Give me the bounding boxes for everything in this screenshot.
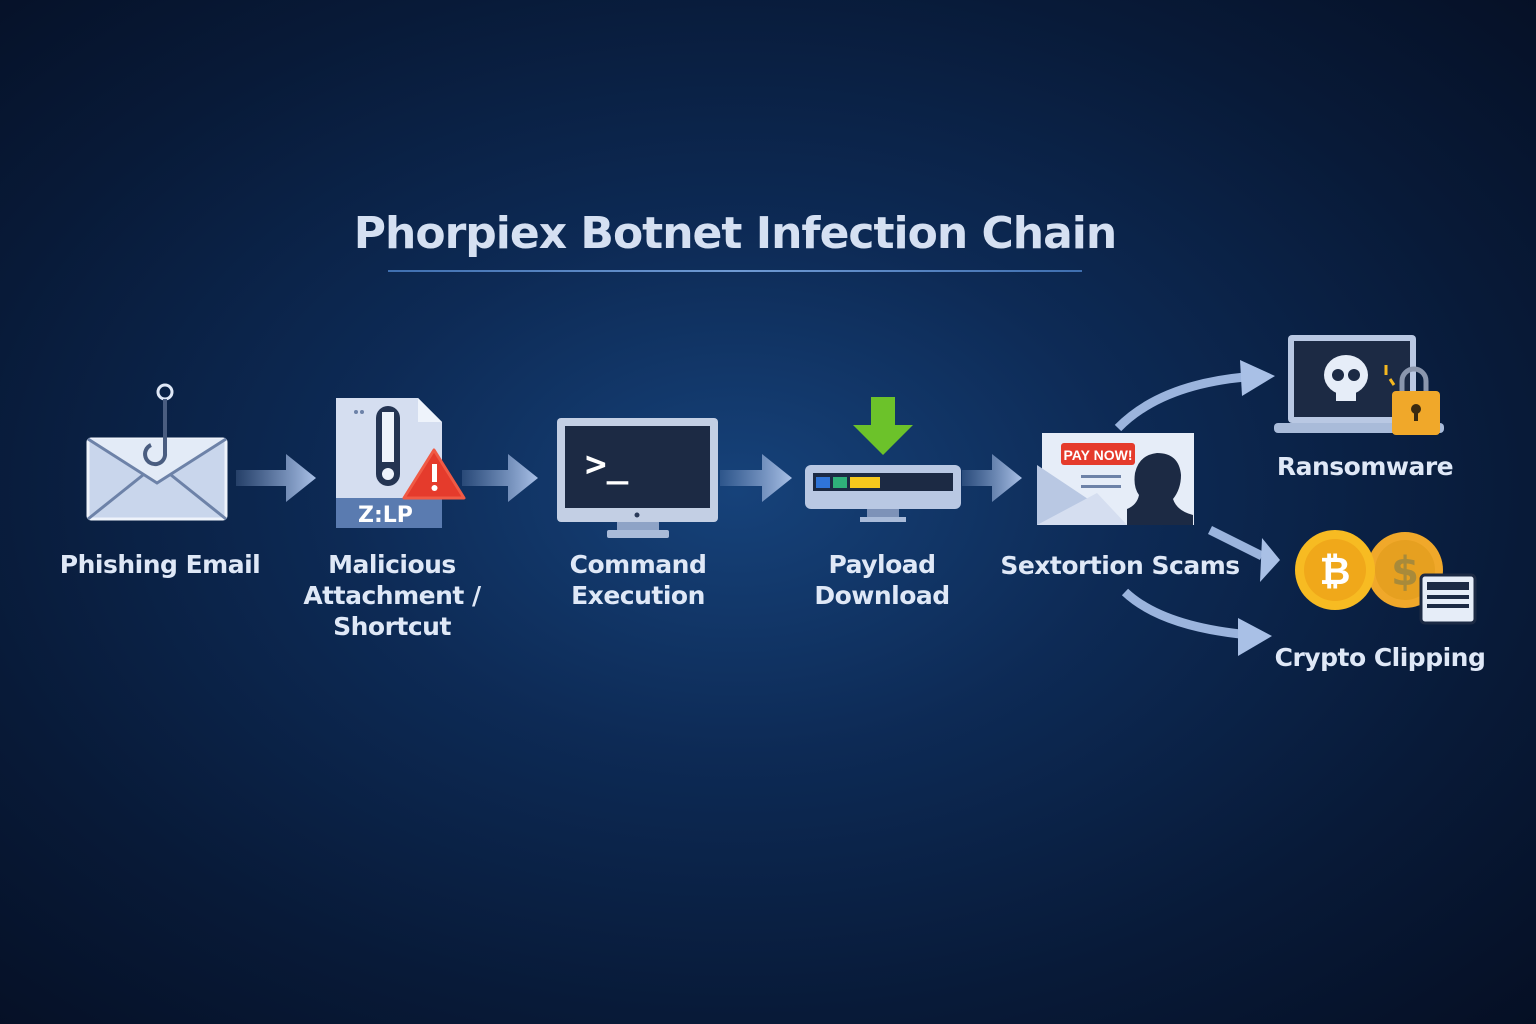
curved-arrow-icon xyxy=(1114,372,1246,432)
pay-now-badge: PAY NOW! xyxy=(1064,447,1133,463)
extortion-email-icon: PAY NOW! xyxy=(1037,433,1194,525)
label-line: Shortcut xyxy=(333,612,451,641)
arrow-icon xyxy=(962,454,1022,502)
arrowhead-icon xyxy=(1238,618,1272,656)
terminal-monitor-icon: >_ xyxy=(557,418,718,538)
page-title: Phorpiex Botnet Infection Chain xyxy=(353,208,1117,259)
step-label: Sextortion Scams xyxy=(1000,551,1240,580)
arrow-icon xyxy=(720,454,792,502)
curved-arrow-icon xyxy=(1121,588,1241,639)
label-line: Command xyxy=(569,550,707,579)
step-label: Phishing Email xyxy=(59,550,261,579)
download-bar-icon xyxy=(805,397,961,522)
arrowhead-icon xyxy=(1240,360,1275,396)
arrowhead-icon xyxy=(1260,538,1280,582)
bitcoin-coins-icon: $ ₿ xyxy=(1295,530,1477,625)
label-line: Execution xyxy=(571,581,705,610)
arrow-icon xyxy=(462,454,538,502)
svg-text:₿: ₿ xyxy=(1320,549,1351,593)
label-line: Download xyxy=(814,581,950,610)
label-line: Attachment / xyxy=(303,581,481,610)
outcome-label: Crypto Clipping xyxy=(1274,643,1486,672)
curved-arrow-icon xyxy=(1207,525,1265,561)
terminal-prompt: >_ xyxy=(585,444,629,485)
title-underline xyxy=(388,270,1082,272)
label-line: Malicious xyxy=(328,550,456,579)
zip-file-warning-icon: Z:LP xyxy=(336,398,466,528)
envelope-hook-icon xyxy=(86,383,228,521)
label-line: Payload xyxy=(828,550,936,579)
laptop-skull-lock-icon xyxy=(1274,335,1444,435)
outcome-label: Ransomware xyxy=(1276,452,1454,481)
svg-text:$: $ xyxy=(1391,549,1419,595)
arrow-icon xyxy=(236,454,316,502)
zip-label: Z:LP xyxy=(358,503,413,528)
